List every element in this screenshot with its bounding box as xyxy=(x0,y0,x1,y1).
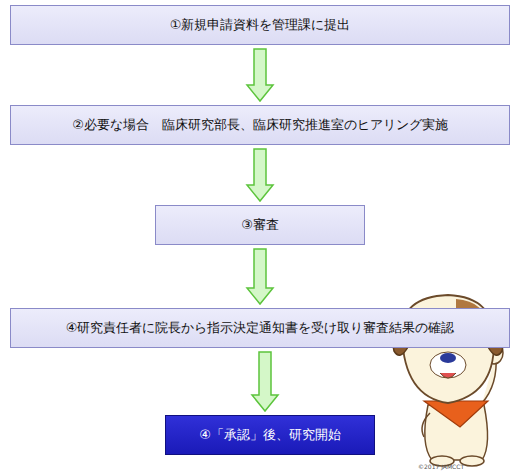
flow-arrow xyxy=(247,249,273,304)
copyright-text: ©2017 JAMCCT xyxy=(418,463,464,470)
flow-arrow xyxy=(252,352,278,411)
flow-arrow xyxy=(247,149,273,201)
process-box: ①新規申請資料を管理課に提出 xyxy=(10,5,510,45)
node-text: ①新規申請資料を管理課に提出 xyxy=(170,16,351,34)
node-text: ③審査 xyxy=(241,216,279,234)
node-text: ④「承認」後、研究開始 xyxy=(199,426,341,444)
flow-arrow xyxy=(247,49,273,101)
node-text: ④研究責任者に院長から指示決定通知書を受け取り審査結果の確認 xyxy=(66,319,455,337)
process-box: ②必要な場合 臨床研究部長、臨床研究推進室のヒアリング実施 xyxy=(10,105,510,145)
process-box: ③審査 xyxy=(155,205,365,245)
result-box: ④「承認」後、研究開始 xyxy=(165,415,375,455)
process-box: ④研究責任者に院長から指示決定通知書を受け取り審査結果の確認 xyxy=(10,308,510,348)
node-text: ②必要な場合 臨床研究部長、臨床研究推進室のヒアリング実施 xyxy=(72,116,448,134)
